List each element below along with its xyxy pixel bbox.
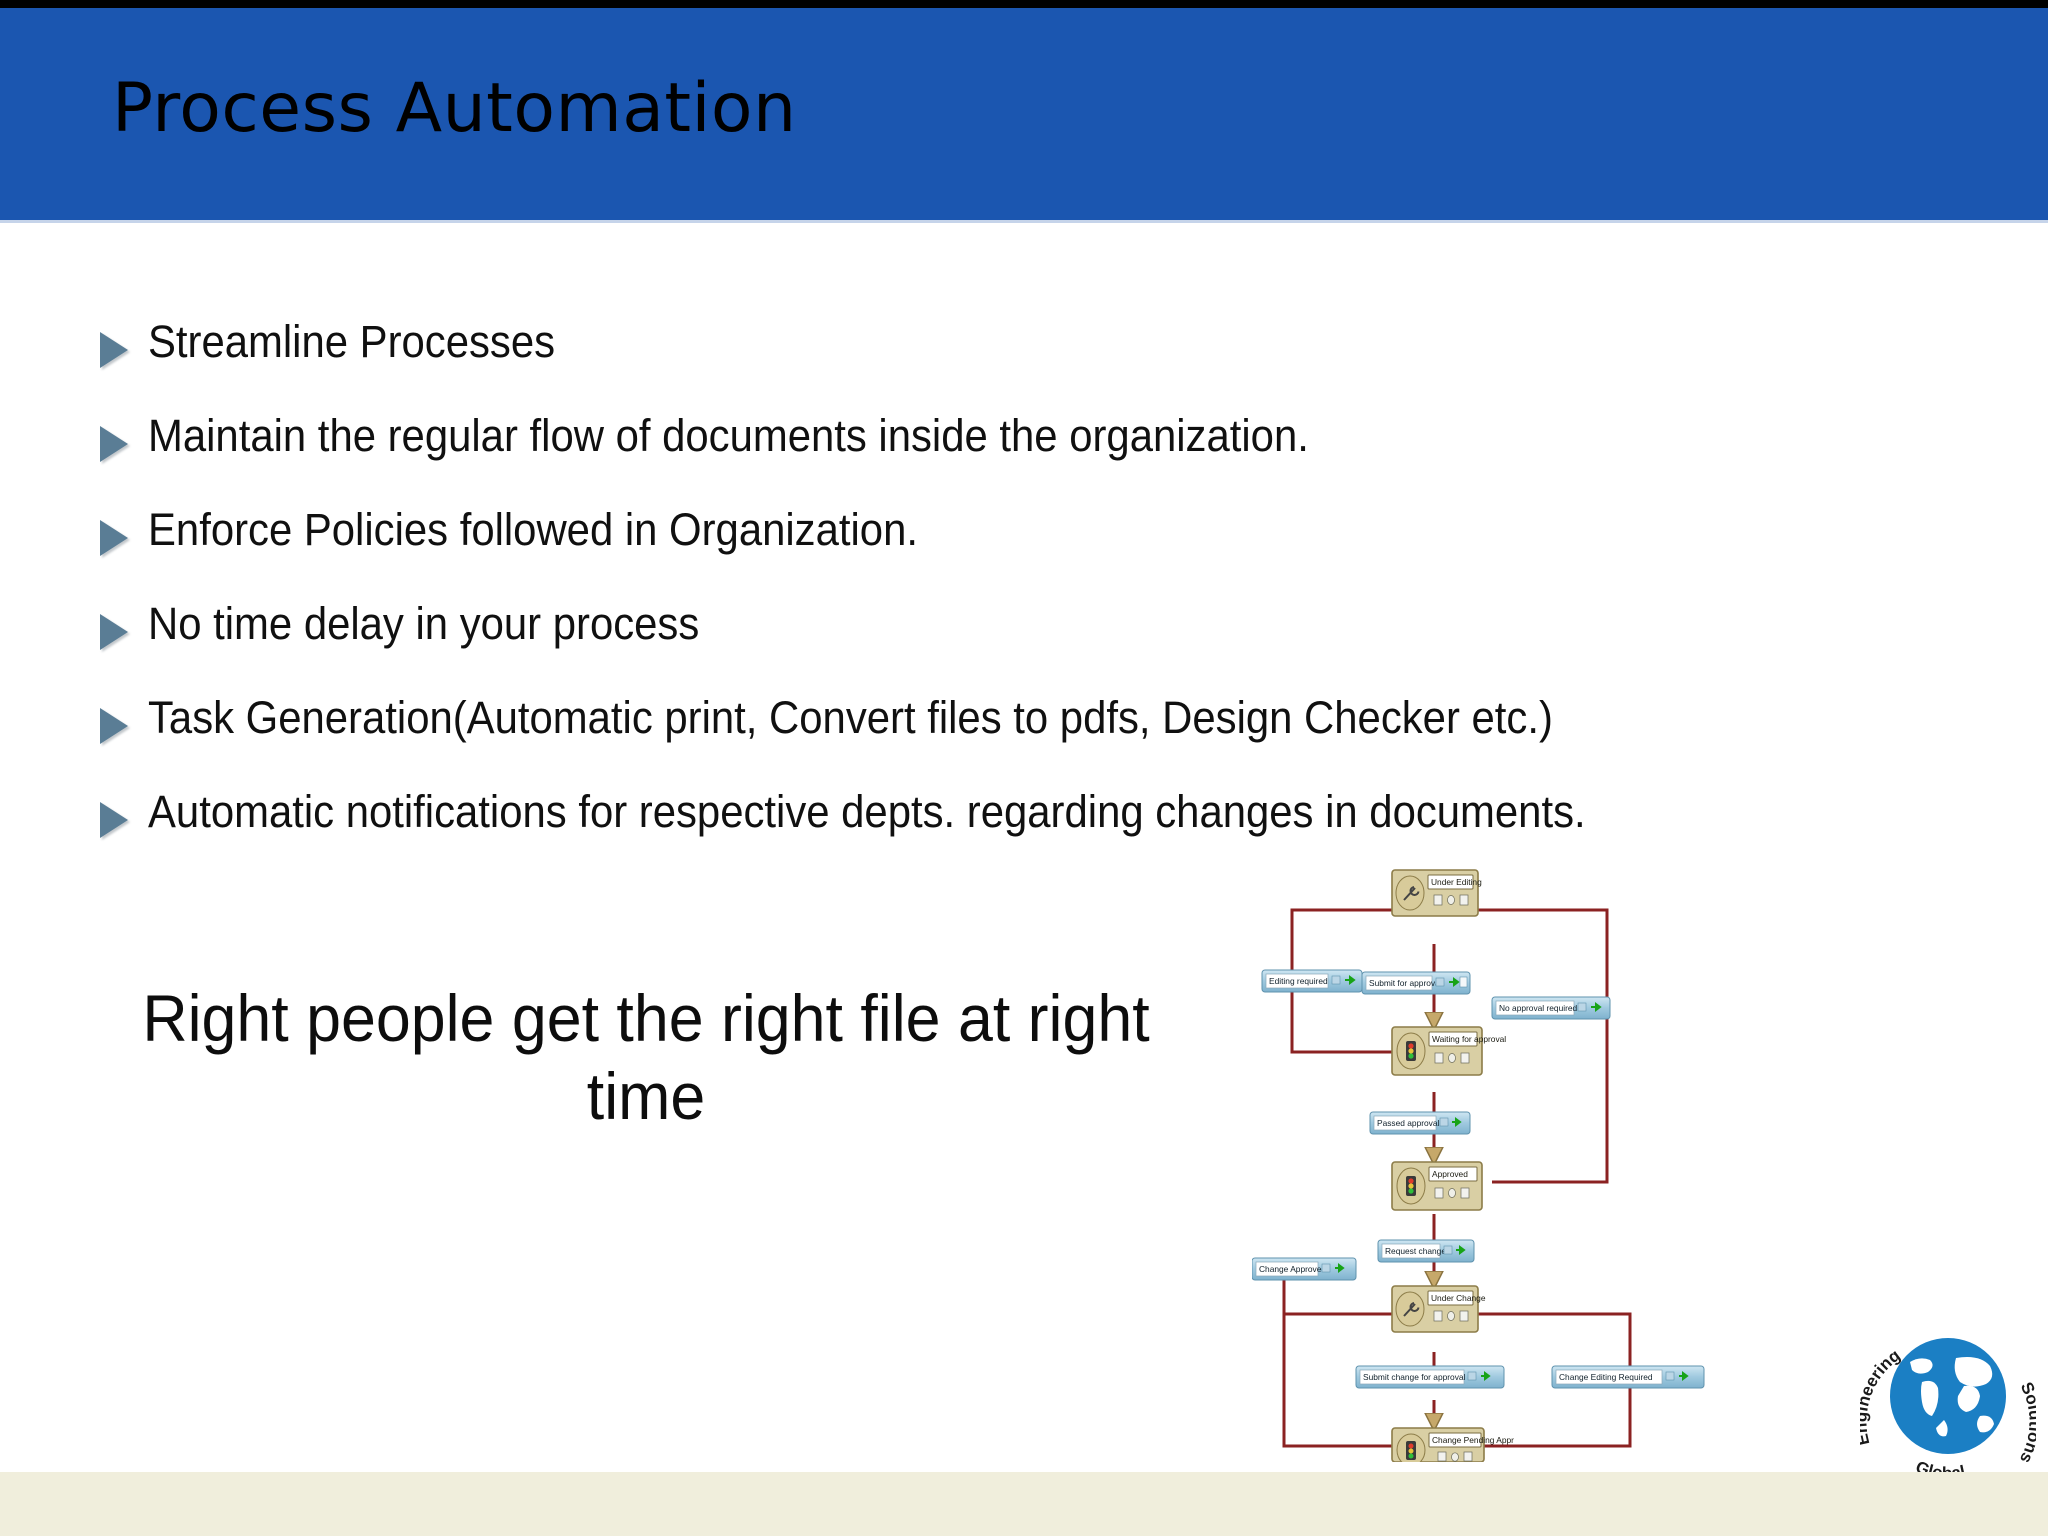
state-label: Waiting for approval (1432, 1034, 1506, 1044)
bullet-label: Maintain the regular flow of documents i… (148, 410, 1309, 461)
state-node-waiting-for-approval: Waiting for approval (1391, 1026, 1506, 1076)
node-action-icons (1433, 894, 1469, 906)
title-banner: Process Automation (0, 8, 2048, 220)
transition-editing-required: Editing required (1261, 969, 1363, 993)
list-item: Automatic notifications for respective d… (100, 788, 1800, 882)
transition-label: Editing required (1269, 976, 1328, 986)
triangle-bullet-icon (100, 708, 130, 744)
traffic-light-icon (1406, 1041, 1416, 1061)
globe-landmass (1910, 1357, 1994, 1437)
bullet-label: Enforce Policies followed in Organizatio… (148, 504, 918, 555)
list-item: Maintain the regular flow of documents i… (100, 412, 1800, 506)
transition-passed-approval: Passed approval (1369, 1111, 1471, 1135)
transition-label: Change Editing Required (1559, 1372, 1653, 1382)
list-item: Task Generation(Automatic print, Convert… (100, 694, 1800, 788)
wrench-icon (1403, 1302, 1420, 1317)
transition-submit-for-approval: Submit for approval (1361, 971, 1471, 995)
list-item: Enforce Policies followed in Organizatio… (100, 506, 1800, 600)
transition-label: Passed approval (1377, 1118, 1440, 1128)
top-rule (0, 0, 2048, 8)
bullet-label: Streamline Processes (148, 316, 556, 367)
state-label: Under Change (1431, 1293, 1486, 1303)
bullet-label: Automatic notifications for respective d… (148, 786, 1586, 837)
state-label: Approved (1432, 1169, 1468, 1179)
tagline-text: Right people get the right file at right… (124, 980, 1169, 1136)
bullet-label: No time delay in your process (148, 598, 700, 649)
logo-word-right: Solutions (2016, 1379, 2045, 1466)
triangle-bullet-icon (100, 614, 130, 650)
bullet-label: Task Generation(Automatic print, Convert… (148, 692, 1553, 743)
tagline-line-1: Right people get the right file at right (142, 981, 1150, 1055)
transition-no-approval-required: No approval required (1491, 996, 1611, 1020)
title-banner-underline (0, 220, 2048, 223)
state-node-approved: Approved (1391, 1161, 1483, 1211)
node-action-icons (1434, 1052, 1470, 1064)
triangle-bullet-icon (100, 332, 130, 368)
state-label: Change Pending Appr (1432, 1435, 1514, 1445)
list-item: No time delay in your process (100, 600, 1800, 694)
state-label: Under Editing (1431, 877, 1482, 887)
page-title: Process Automation (112, 69, 797, 148)
wrench-icon (1403, 886, 1420, 901)
bottom-strip (0, 1472, 2048, 1536)
company-logo: Engineering Global Solutions Evolution t… (1851, 1324, 2048, 1508)
state-node-change-pending-appr: Change Pending Appr (1391, 1427, 1514, 1462)
workflow-diagram: Under Editing Editing required Subm (1252, 862, 1752, 1462)
state-node-under-change: Under Change (1391, 1285, 1486, 1333)
workflow-connectors (1282, 908, 1632, 1448)
transition-label: No approval required (1499, 1003, 1578, 1013)
triangle-bullet-icon (100, 426, 130, 462)
node-action-icons (1434, 1187, 1470, 1199)
transition-submit-change-for-approval: Submit change for approval (1355, 1365, 1505, 1389)
transition-request-change: Request change (1377, 1239, 1475, 1263)
transition-label: Submit change for approval (1363, 1372, 1466, 1382)
triangle-bullet-icon (100, 520, 130, 556)
state-node-under-editing: Under Editing (1391, 869, 1482, 917)
transition-label: Change Approved (1259, 1264, 1326, 1274)
bullet-list: Streamline Processes Maintain the regula… (100, 318, 1800, 882)
tagline-line-2: time (586, 1058, 706, 1133)
triangle-bullet-icon (100, 802, 130, 838)
transition-label: Request change (1385, 1246, 1446, 1256)
traffic-light-icon (1406, 1176, 1416, 1196)
transition-change-editing-required: Change Editing Required (1551, 1365, 1705, 1389)
node-action-icons (1437, 1451, 1473, 1462)
node-action-icons (1433, 1310, 1469, 1322)
transition-change-approved: Change Approved (1252, 1257, 1357, 1281)
transition-label: Submit for approval (1369, 978, 1442, 988)
list-item: Streamline Processes (100, 318, 1800, 412)
svg-text:Solutions: Solutions (2016, 1379, 2036, 1466)
traffic-light-icon (1406, 1441, 1416, 1460)
globe-icon (1890, 1338, 2006, 1454)
